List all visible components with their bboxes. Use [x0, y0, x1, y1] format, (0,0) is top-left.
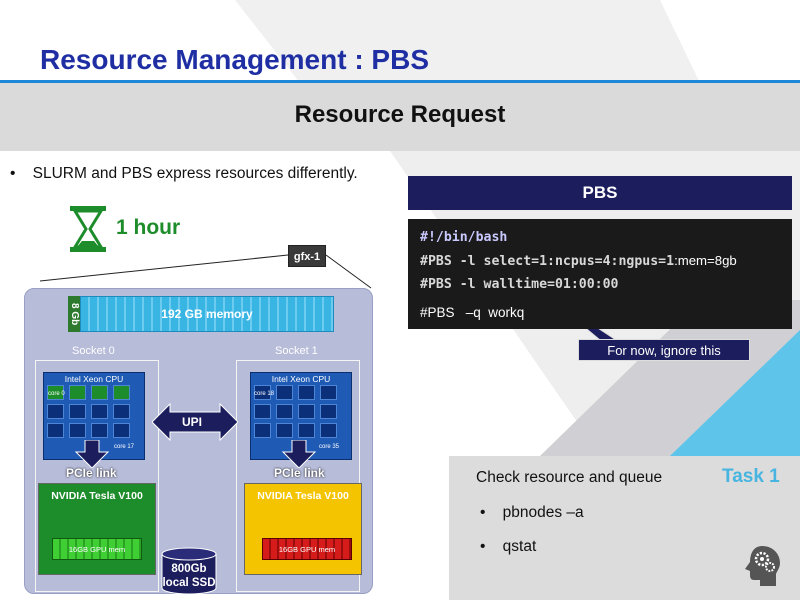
cpu-core: [298, 404, 315, 419]
cpu-core: [298, 423, 315, 438]
code-line-select: #PBS -l select=1:ncpus=4:ngpus=1:mem=8gb: [420, 253, 737, 269]
memory-small-label: 8 Gb: [68, 296, 80, 332]
memory-bar: 192 GB memory: [80, 296, 334, 332]
gpu-0-label: NVIDIA Tesla V100: [51, 490, 143, 502]
socket-0-box: [35, 360, 159, 592]
pcie-arrow-0-icon: [74, 440, 110, 468]
task-item-2-text: qstat: [502, 538, 537, 555]
cpu-core: [47, 385, 64, 400]
gpu-1-label: NVIDIA Tesla V100: [257, 490, 349, 502]
cpu-core: [254, 385, 271, 400]
cpu-core: [276, 385, 293, 400]
task-panel: [449, 456, 800, 600]
task-heading: Check resource and queue: [476, 469, 663, 486]
subtitle-band: [0, 83, 800, 151]
gpu-1-memory: 16GB GPU mem: [262, 538, 352, 560]
time-label: 1 hour: [116, 216, 181, 239]
upi-label: UPI: [182, 415, 203, 429]
bullet-intro: • SLURM and PBS express resources differ…: [10, 165, 358, 182]
code-line-select-code: #PBS -l select=1:ncpus=4:ngpus=1: [420, 254, 675, 269]
task-item-1-text: pbnodes –a: [502, 504, 584, 521]
upi-arrow-icon: [152, 402, 238, 442]
task-item-2: • qstat: [480, 538, 537, 555]
bullet-intro-text: SLURM and PBS express resources differen…: [32, 165, 358, 182]
pcie-label-1: PCIe link: [274, 466, 325, 480]
cpu-core: [113, 385, 130, 400]
code-line-walltime: #PBS -l walltime=01:00:00: [420, 277, 619, 292]
ssd-cylinder-icon: [161, 547, 217, 594]
cpu-core: [69, 404, 86, 419]
ignore-callout: For now, ignore this: [578, 339, 750, 361]
gpu-0-memory-label: 16GB GPU mem: [68, 545, 126, 554]
cpu-core: [276, 404, 293, 419]
cpu-core: [113, 404, 130, 419]
pcie-label-0: PCIe link: [66, 466, 117, 480]
memory-bar-label: 192 GB memory: [161, 307, 253, 321]
subtitle: Resource Request: [294, 101, 506, 128]
cpu-core: [91, 404, 108, 419]
cpu-1-core-last-label: core 35: [319, 444, 340, 450]
cpu-core: [276, 423, 293, 438]
cpu-core: [298, 385, 315, 400]
title-divider: [0, 80, 800, 83]
cpu-core: [91, 385, 108, 400]
cpu-1-label: Intel Xeon CPU: [271, 374, 331, 384]
cpu-core: [47, 423, 64, 438]
pbs-header: PBS: [408, 176, 792, 210]
code-line-shebang: #!/bin/bash: [420, 230, 508, 245]
socket-1-label: Socket 1: [275, 345, 318, 357]
cpu-0-core-last-label: core 17: [114, 444, 135, 450]
cpu-0-core-first-label: core 0: [48, 391, 65, 397]
cpu-core: [320, 423, 337, 438]
cpu-core: [320, 385, 337, 400]
ssd-label-line1: 800Gb: [171, 563, 207, 575]
socket-0-label: Socket 0: [72, 345, 115, 357]
head-gears-icon: [745, 546, 780, 586]
socket-1-box: [236, 360, 360, 592]
cpu-1-core-first-label: core 18: [254, 391, 275, 397]
gfx-node-label: gfx-1: [288, 245, 326, 267]
gpu-1-memory-label: 16GB GPU mem: [278, 545, 336, 554]
task-item-1: • pbnodes –a: [480, 504, 584, 521]
cpu-core: [254, 423, 271, 438]
cpu-core: [69, 423, 86, 438]
ssd-label: 800Gb local SSD: [158, 562, 220, 590]
hourglass-icon: [70, 206, 106, 252]
cpu-core: [91, 423, 108, 438]
pcie-arrow-1-icon: [281, 440, 317, 468]
pbs-script-block: [408, 219, 792, 329]
cpu-core: [47, 404, 64, 419]
gpu-0-memory: 16GB GPU mem: [52, 538, 142, 560]
cpu-0-label: Intel Xeon CPU: [64, 374, 124, 384]
cpu-core: [254, 404, 271, 419]
code-line-queue: #PBS –q workq: [420, 305, 525, 320]
cpu-core: [69, 385, 86, 400]
code-line-select-mem: :mem=8gb: [674, 253, 737, 268]
cpu-core: [320, 404, 337, 419]
cpu-core: [113, 423, 130, 438]
task-title: Task 1: [722, 466, 780, 487]
slide-title: Resource Management : PBS: [40, 44, 429, 75]
ssd-label-line2: local SSD: [162, 577, 216, 589]
